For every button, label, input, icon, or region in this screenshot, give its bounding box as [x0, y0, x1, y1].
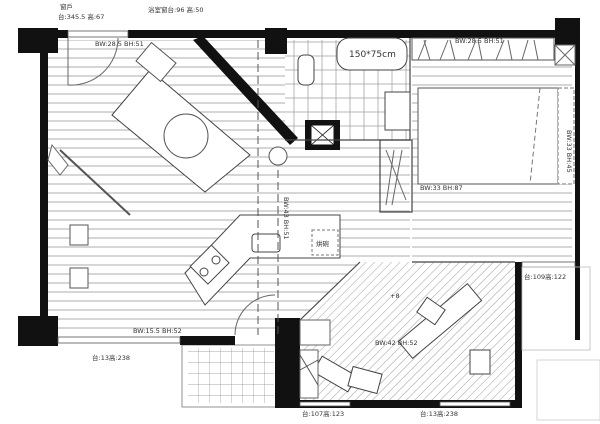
- outer-border-2: [536, 359, 600, 421]
- wardrobe-right-label: BW:28.5 BH:51: [455, 37, 504, 45]
- wardrobe-left-label: BW:28.5 BH:51: [95, 40, 144, 48]
- balcony-tiles: [188, 348, 274, 403]
- study-window-right-label: 台:13高:238: [420, 409, 458, 418]
- bed: [417, 87, 559, 185]
- window-title-label: 窗戶: [60, 2, 73, 11]
- study-cabinet-label: BW:42 BH:52: [375, 339, 418, 347]
- ceiling-light: [268, 146, 288, 166]
- bedroom-wardrobe: [411, 37, 555, 61]
- dish-dryer-label: 烘碗: [316, 239, 330, 248]
- kitchen-island: [184, 214, 341, 306]
- kitchen-cabinet-label: BW:43 BH:51: [282, 197, 290, 240]
- bedroom-cabinet: [379, 139, 413, 213]
- outer-border: [521, 266, 591, 351]
- windows[interactable]: [57, 30, 576, 407]
- bedroom-side-label: BW:33 BH:45: [565, 130, 573, 173]
- study-window-left-label: 台:107高:123: [302, 409, 344, 418]
- bedroom-window-label: 台:109高:122: [524, 272, 566, 281]
- bathtub-label: 150*75cm: [349, 50, 396, 60]
- level-mark-label: +8: [390, 292, 400, 300]
- bedroom-cabinet-label: BW:33 BH:87: [420, 184, 463, 192]
- stove: [189, 244, 230, 285]
- bathtub: [336, 37, 408, 71]
- bath-window-label: 浴室窗台:96 高:50: [148, 5, 204, 14]
- coffee-table: [163, 113, 209, 159]
- window-dims-label: 台:345.5 高:67: [58, 12, 104, 21]
- toilet: [297, 54, 315, 86]
- bath-sink: [384, 91, 411, 131]
- living-cabinet-label: BW:15.5 BH:52: [133, 327, 182, 335]
- kitchen-sink: [251, 233, 281, 253]
- living-window-label: 台:13高:238: [92, 353, 130, 362]
- dish-dryer: [311, 229, 339, 256]
